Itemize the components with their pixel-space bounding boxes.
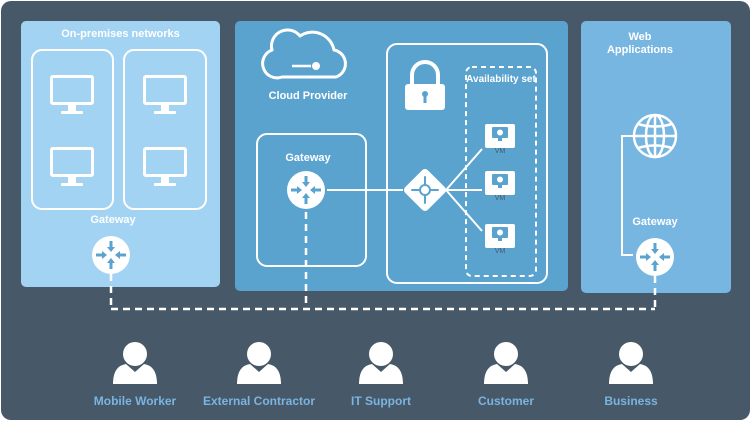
person-icon (484, 342, 528, 384)
client-group-right (123, 49, 207, 210)
vm-icon (485, 124, 515, 148)
globe-icon (632, 113, 678, 159)
vm-icon (485, 171, 515, 195)
cloud-gateway-box (256, 133, 367, 267)
vm-icon (485, 224, 515, 248)
person-icon (113, 342, 157, 384)
availability-set-box (465, 66, 537, 277)
person-icon (237, 342, 281, 384)
vm-label: VM (494, 148, 506, 155)
monitor-icon (50, 147, 94, 186)
on-premises-gateway-label: Gateway (90, 214, 136, 226)
person-icon (609, 342, 653, 384)
monitor-icon (50, 75, 94, 114)
on-premises-title: On-premises networks (61, 28, 180, 40)
user-label-mobile-worker: Mobile Worker (93, 394, 177, 408)
cloud-icon (261, 28, 347, 80)
monitor-icon (143, 75, 187, 114)
monitor-icon (143, 147, 187, 186)
lock-icon (405, 60, 445, 110)
router-icon (636, 238, 674, 276)
router-icon (92, 236, 130, 274)
vm-label: VM (494, 195, 506, 202)
vm-label: VM (494, 248, 506, 255)
user-label-customer: Customer (477, 394, 534, 408)
load-balancer-icon (404, 169, 446, 211)
user-label-external-contractor: External Contractor (202, 394, 316, 408)
router-icon (287, 171, 325, 209)
subnet-box (386, 43, 548, 284)
user-label-business: Business (604, 394, 658, 408)
person-icon (359, 342, 403, 384)
availability-set-label: Availability set (466, 74, 536, 85)
cloud-gateway-label: Gateway (285, 152, 331, 164)
web-gateway-label: Gateway (632, 216, 678, 228)
web-applications-title: Web Applications (606, 31, 673, 56)
cloud-provider-title: Cloud Provider (268, 90, 348, 102)
client-group-left (31, 49, 114, 210)
user-label-it-support: IT Support (351, 394, 411, 408)
